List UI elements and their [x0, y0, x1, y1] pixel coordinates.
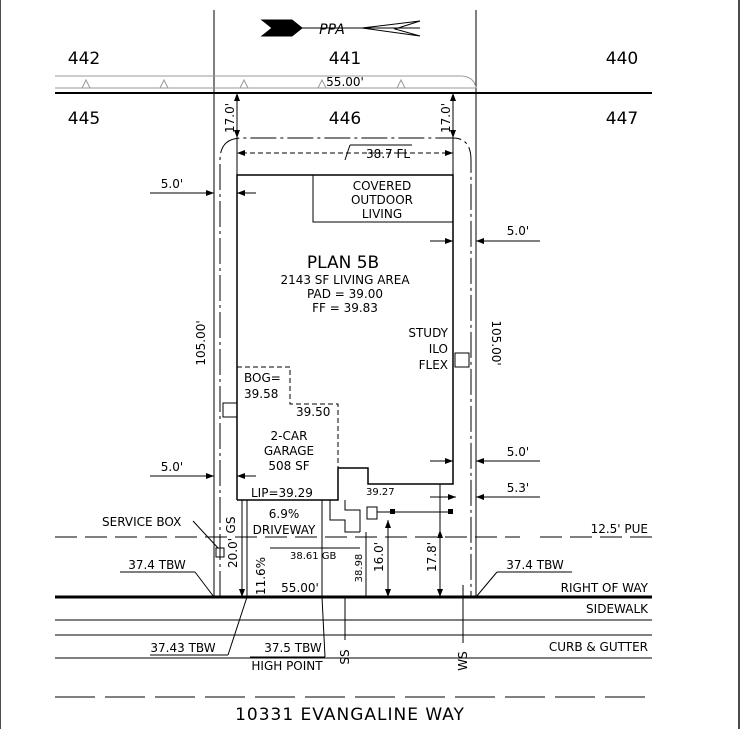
rear-wall-ticks [81, 78, 406, 89]
front-setback-left-arrow [239, 589, 245, 597]
front-setback-garage-arrow-top [385, 520, 391, 528]
side-setback-right-bottom-arrows [430, 458, 540, 500]
side-setback-left-bottom-dim: 5.0' [161, 460, 183, 474]
elev-3898: 38.98 [354, 554, 365, 583]
tbw-left: 37.4 TBW [128, 558, 186, 572]
bog-elevation: 39.58 [244, 387, 278, 401]
side-setback-right-top-dim: 5.0' [507, 224, 529, 238]
service-box-label: SERVICE BOX [102, 515, 181, 529]
elev-3950: 39.50 [296, 405, 330, 419]
garage-outline [237, 366, 339, 500]
garage-label-1: 2-CAR [271, 429, 308, 443]
covered-label-1: COVERED [353, 179, 412, 193]
utility-box-left [222, 402, 238, 418]
porch-steps [329, 500, 360, 533]
curb-gutter-label: CURB & GUTTER [549, 640, 648, 654]
meter-box [366, 506, 378, 520]
slope-left-dim: 11.6% [254, 557, 268, 595]
study-label-1: STUDY [408, 326, 448, 340]
service-box-leader [192, 520, 219, 549]
lot-depth-right-dim: 105.00' [489, 320, 503, 365]
front-setback-garage-arrow-bottom [385, 589, 391, 597]
north-arrow-icon [260, 19, 421, 37]
driveway-grade: 6.9% [269, 507, 300, 521]
lip-elevation: LIP=39.29 [251, 486, 313, 500]
house-footprint [236, 174, 454, 501]
utility-node-1 [390, 509, 395, 514]
sidewalk-label: SIDEWALK [586, 602, 649, 616]
ss-label: SS [338, 649, 352, 664]
front-setback-garage-dim: 16.0' [372, 542, 386, 572]
rear-width-dim: 55.00' [326, 75, 364, 89]
side-setback-right-top-arrows [430, 238, 540, 244]
gs-label: GS [224, 517, 238, 534]
rear-setback-dims [234, 93, 456, 175]
high-point-label: HIGH POINT [251, 659, 323, 673]
driveway-label: DRIVEWAY [253, 523, 316, 537]
bog-label: BOG= [244, 371, 281, 385]
side-setback-left-bottom-arrows [150, 473, 256, 479]
pad-3927: 39.27 [366, 487, 395, 498]
study-label-3: FLEX [419, 358, 448, 372]
front-setback-left-dim: 20.0' [226, 538, 240, 568]
side-setback-right-bottom-dim: 5.0' [507, 445, 529, 459]
living-area: 2143 SF LIVING AREA [280, 273, 410, 287]
tbw-right: 37.4 TBW [506, 558, 564, 572]
tbw-375-leader-2 [321, 596, 326, 658]
lot-depth-left-dim: 105.00' [194, 320, 208, 365]
study-label-2: ILO [429, 342, 448, 356]
right-of-way-label: RIGHT OF WAY [561, 581, 649, 595]
tbw-left-leader-2 [194, 571, 215, 598]
covered-label-2: OUTDOOR [351, 193, 413, 207]
covered-label-3: LIVING [362, 207, 402, 221]
side-setback-right-bottom2-dim: 5.3' [507, 481, 529, 495]
rear-setback-right-dim: 17.0' [439, 103, 453, 133]
lot-442: 442 [68, 49, 100, 69]
utility-node-2 [448, 509, 453, 514]
gb-label: 38.61 GB [290, 551, 337, 562]
rear-setback-left-dim: 17.0' [223, 103, 237, 133]
front-width-dim: 55.00' [281, 581, 319, 595]
garage-label-2: GARAGE [264, 444, 314, 458]
street-name: 10331 EVANGALINE WAY [235, 705, 465, 725]
ws-label: WS [456, 651, 470, 670]
service-box-icon [215, 547, 225, 558]
tbw-3743-leader-2 [227, 596, 248, 656]
lot-440: 440 [606, 49, 638, 69]
side-setback-left-top-arrows [150, 190, 256, 196]
lot-446: 446 [329, 109, 361, 129]
front-setback-house-dim: 17.8' [425, 542, 439, 572]
lot-447: 447 [606, 109, 638, 129]
north-arrow-label: PPA [319, 22, 345, 38]
pad-elevation: PAD = 39.00 [307, 287, 383, 301]
setback-line [219, 137, 472, 597]
tbw-375: 37.5 TBW [264, 641, 322, 655]
lot-445: 445 [68, 109, 100, 129]
tbw-right-leader-2 [475, 571, 498, 598]
front-setback-house-arrow-top [437, 530, 443, 538]
rear-wall-line [55, 75, 477, 89]
utility-box-right [454, 352, 470, 368]
tbw-3743: 37.43 TBW [150, 641, 215, 655]
front-lot-dim: 38.7 FL [366, 147, 410, 161]
plan-name: PLAN 5B [307, 253, 379, 273]
ff-elevation: FF = 39.83 [312, 301, 378, 315]
front-lot-dim-line [237, 144, 453, 161]
covered-outdoor-living-outline [312, 175, 453, 223]
porch-steps-2 [344, 500, 361, 532]
front-setback-house-arrow-bottom [437, 589, 443, 597]
side-setback-left-top-dim: 5.0' [161, 177, 183, 191]
lot-441: 441 [329, 49, 361, 69]
pue-label: 12.5' PUE [591, 522, 648, 536]
garage-label-3: 508 SF [268, 459, 309, 473]
